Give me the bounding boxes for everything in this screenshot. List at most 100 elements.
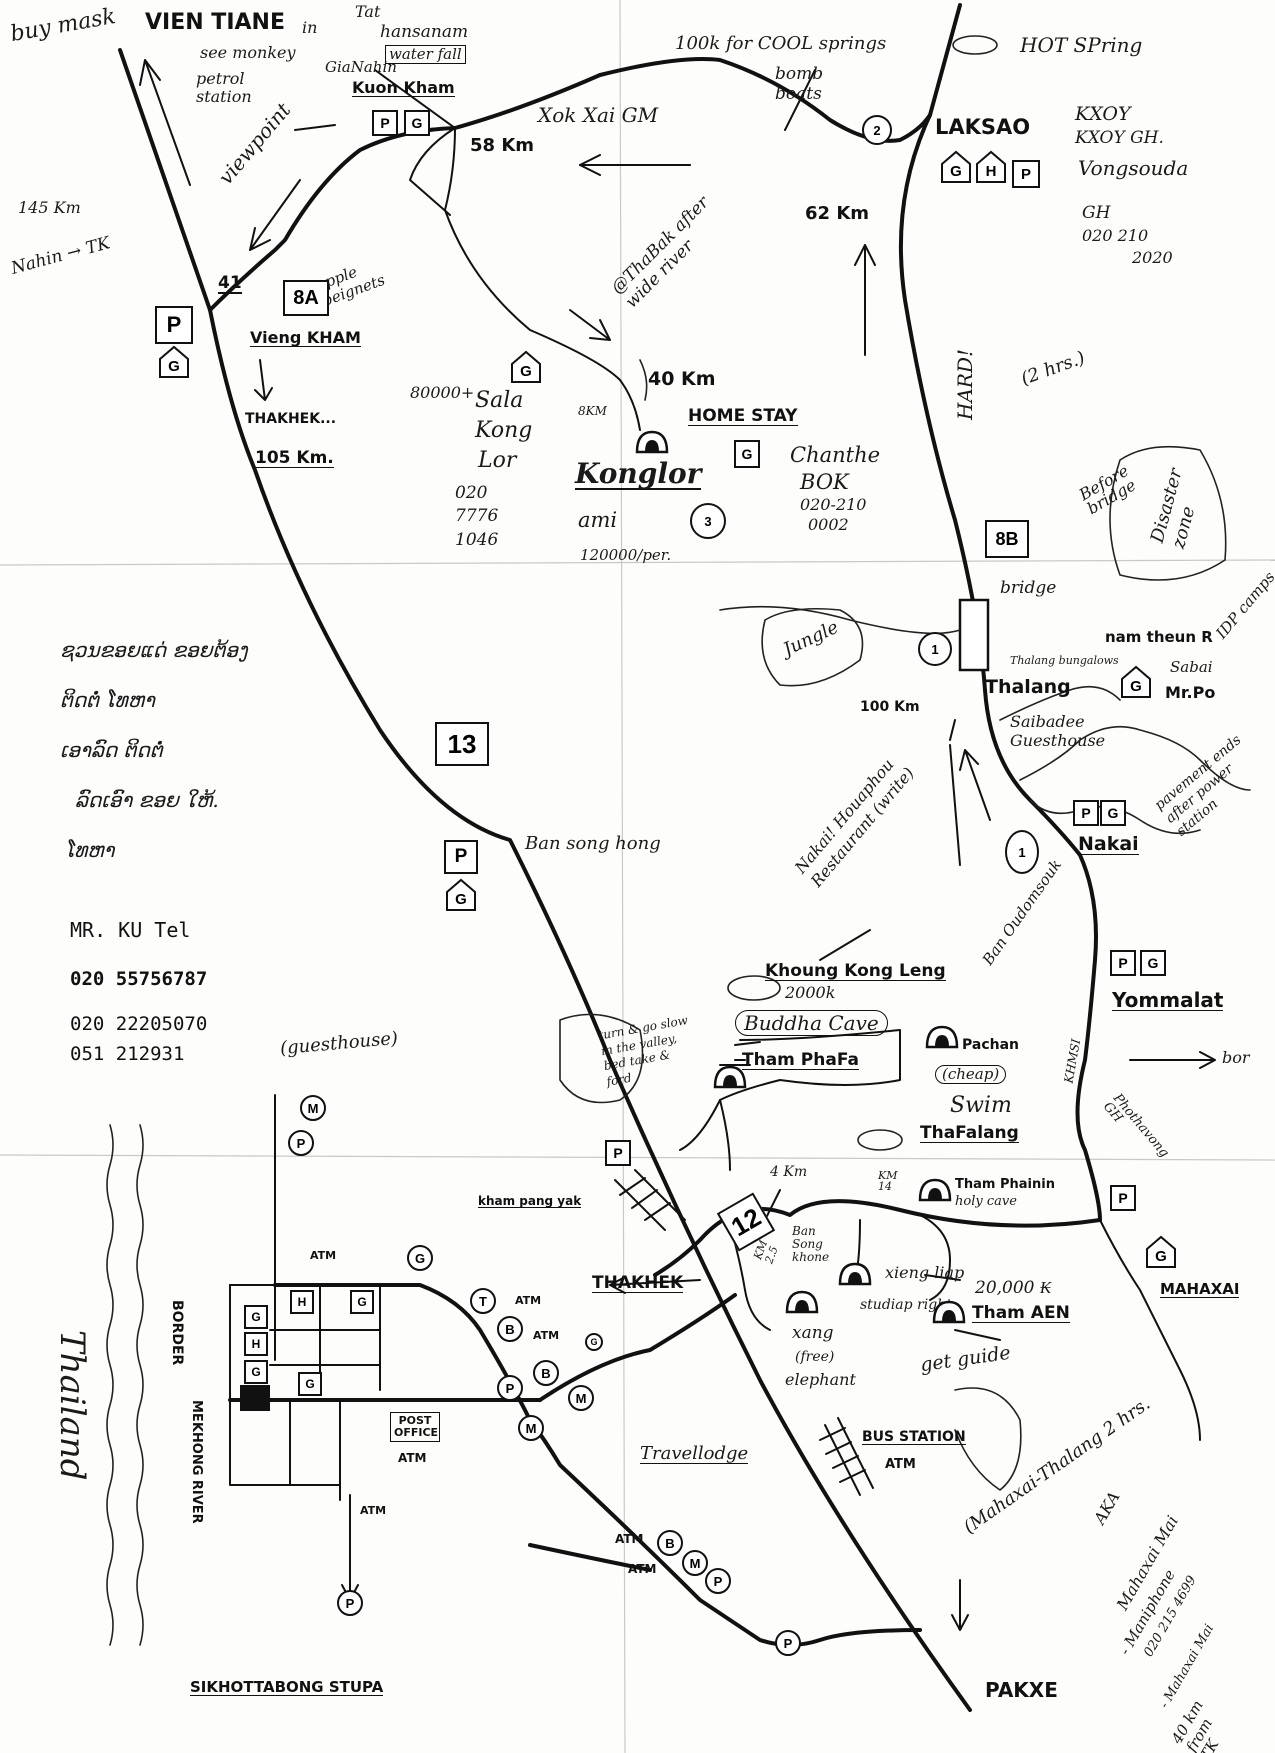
parking-icon: P (605, 1140, 631, 1166)
town-thalang: Thalang (985, 676, 1071, 698)
guesthouse-icon: G (244, 1305, 268, 1329)
ban-song-khone: Ban Song khone (792, 1224, 830, 1265)
landmark-block (240, 1385, 270, 1411)
border-label: BORDER (169, 1300, 185, 1366)
sala-note: Sala (475, 388, 524, 413)
free-note: (free) (795, 1349, 835, 1365)
hotel-icon: H (290, 1290, 314, 1314)
circle-2: 2 (862, 115, 892, 145)
holy-cave-note: holy cave (955, 1194, 1017, 1209)
ami-note: ami (578, 508, 618, 532)
ban-song-hong: Ban song hong (525, 833, 661, 854)
km-105: 105 Km. (255, 448, 334, 468)
travellodge-label: Travellodge (640, 1443, 749, 1464)
town-kuonkham: Kuon Kham (352, 78, 455, 97)
mekhong-river-label: MEKHONG RIVER (189, 1400, 204, 1524)
waterfall-label: water fall (385, 45, 466, 64)
guesthouse-icon: G (158, 345, 190, 379)
sala-phone-3: 1046 (455, 530, 499, 550)
hard-note: HARD! (953, 348, 977, 420)
homestay-label: HOME STAY (688, 406, 798, 426)
nam-theun-river: nam theun R (1105, 628, 1213, 646)
guesthouse-icon: G (1100, 800, 1126, 826)
market-icon: M (518, 1415, 544, 1441)
vongsouda-note: Vongsouda (1078, 156, 1189, 180)
lor-note: Lor (478, 448, 517, 473)
bomb-boats-note: bomb boats (775, 64, 824, 104)
lao-note-line-4: ລົດເອົາ ຂອຍ ໃຫ້. (75, 788, 219, 812)
thalang-bungalows-note: Thalang bungalows (1010, 654, 1119, 667)
lao-note-line-1: ຊວນຂອຍແດ່ ຂອຍຕ້ອງ (60, 638, 248, 662)
circle-3: 3 (690, 503, 726, 539)
parking-icon: P (1110, 1185, 1136, 1211)
mr-ku-phone-3: 051 212931 (70, 1043, 185, 1065)
post-office-label: POST OFFICE (390, 1412, 440, 1443)
market-icon: M (300, 1095, 326, 1121)
market-icon: M (568, 1385, 594, 1411)
town-mahaxai: MAHAXAI (1160, 1280, 1240, 1298)
cave-tham-aen: Tham AEN (972, 1303, 1070, 1323)
atm-town-3: ATM (533, 1329, 560, 1342)
parking-icon: P (1110, 950, 1136, 976)
cave-icon (932, 1300, 966, 1324)
cave-icon (713, 1065, 747, 1089)
km-62: 62 Km (805, 203, 870, 224)
guesthouse-icon: G (940, 150, 972, 184)
town-nakai: Nakai (1078, 833, 1139, 855)
lao-note-line-3: ເອາລົດ ຕິດຕໍ່ (60, 738, 163, 762)
kxoy-note: KXOY (1075, 103, 1131, 125)
market-icon: M (682, 1550, 708, 1576)
city-vientiane: VIEN TIANE (145, 10, 285, 35)
town-laksao: LAKSAO (935, 115, 1031, 139)
atm-town-1: ATM (310, 1249, 337, 1262)
route-8a-marker: 8A (283, 280, 329, 316)
chanthe-note: Chanthe (790, 443, 881, 467)
town-yommalat: Yommalat (1112, 988, 1224, 1012)
kong-note: Kong (475, 418, 533, 443)
cave-tham-phafa: Tham PhaFa (742, 1050, 859, 1070)
km-8: 8KM (578, 404, 607, 418)
tha-falang-label: ThaFalang (920, 1123, 1019, 1143)
parking-icon: P (1012, 160, 1040, 188)
guesthouse-icon: G (404, 110, 430, 136)
taxi-icon: T (470, 1288, 496, 1314)
lao-note-line-2: ຕິດຕໍ່ ໂທຫາ (60, 688, 155, 712)
km-41: 41 (218, 273, 242, 294)
petrol-station-note: petrol station (196, 69, 252, 106)
chanthe-phone-1: 020-210 (800, 495, 867, 514)
parking-icon: P (288, 1130, 314, 1156)
guesthouse-icon: G (1140, 950, 1166, 976)
guesthouse-icon: G (298, 1372, 322, 1396)
km-100: 100 Km (860, 699, 920, 715)
atm-post-office: ATM (398, 1451, 427, 1465)
guesthouse-icon: G (445, 878, 477, 912)
km-4: 4 Km (770, 1164, 808, 1180)
parking-icon: P (155, 306, 193, 344)
parking-icon: P (497, 1375, 523, 1401)
lao-note-signature: ໂທຫາ (65, 838, 115, 862)
sabai-note: Sabai (1170, 658, 1213, 676)
hotel-icon: H (975, 150, 1007, 184)
bor-note: bor (1222, 1048, 1250, 1067)
guesthouse-icon: G (350, 1290, 374, 1314)
city-thakhek: THAKHEK (592, 1273, 684, 1293)
km-58: 58 Km (470, 135, 535, 156)
xieng-liap-note: xieng liap (885, 1263, 965, 1282)
xang-note: xang (792, 1323, 834, 1343)
konglor-label: Konglor (575, 457, 702, 490)
cheap-note: (cheap) (935, 1065, 1007, 1084)
chanthe-phone-2: 0002 (808, 515, 849, 534)
kham-pang-yak: kham pang yak (478, 1194, 582, 1208)
price-20000: 20,000 ₭ (975, 1278, 1052, 1298)
guesthouse-icon: G (407, 1245, 433, 1271)
circle-1-thalang: 1 (918, 632, 952, 666)
sala-phone-2: 7776 (455, 506, 499, 526)
kxoy-gh-note: KXOY GH. (1075, 128, 1164, 148)
vongsouda-phone-1: 020 210 (1082, 226, 1149, 245)
cave-icon (635, 430, 669, 454)
hotel-icon: H (244, 1332, 268, 1356)
cool-springs-note: 100k for COOL springs (675, 33, 887, 54)
parking-icon: P (705, 1568, 731, 1594)
